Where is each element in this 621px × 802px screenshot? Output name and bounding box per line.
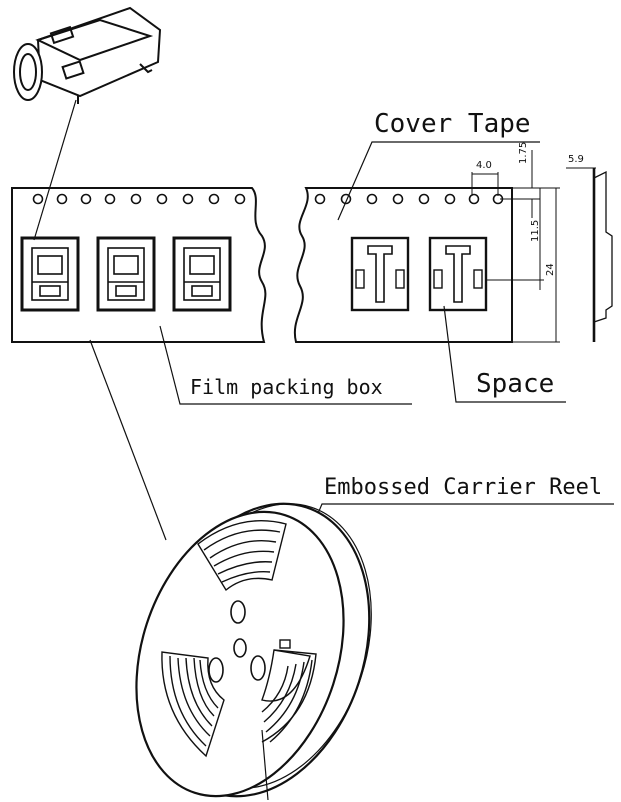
space-leader: [443, 305, 566, 403]
cover-tape-label: Cover Tape: [374, 109, 531, 139]
dimension-lines: [471, 150, 596, 343]
tape-side-profile: [592, 168, 613, 342]
carrier-tape-left: [11, 187, 267, 343]
sprocket-holes-left: [32, 193, 246, 205]
dim-pitch: 4.0: [476, 160, 492, 171]
dim-hole-offset: 1.75: [518, 142, 529, 164]
empty-pockets: [350, 236, 488, 312]
dim-hole-to-pocket: 11.5: [530, 220, 541, 242]
reel-bottom-leader: [261, 729, 269, 801]
space-label: Space: [476, 369, 554, 399]
film-packing-box-label: Film packing box: [190, 375, 383, 399]
reel-hub-holes: [208, 600, 266, 683]
dim-thickness: 5.9: [568, 154, 584, 165]
cover-tape-leader: [337, 141, 540, 221]
component-leader-line: [33, 99, 77, 241]
component-illustration: [13, 6, 162, 104]
film-packing-leader: [159, 325, 412, 405]
carrier-tape-right: [293, 187, 513, 343]
sprocket-holes-right: [314, 193, 504, 205]
carrier-reel: [135, 502, 372, 801]
embossed-carrier-reel-label: Embossed Carrier Reel: [324, 475, 602, 500]
tape-to-reel-leader: [89, 339, 167, 541]
dim-tape-width: 24: [545, 263, 556, 276]
pockets-with-parts: [20, 236, 232, 312]
